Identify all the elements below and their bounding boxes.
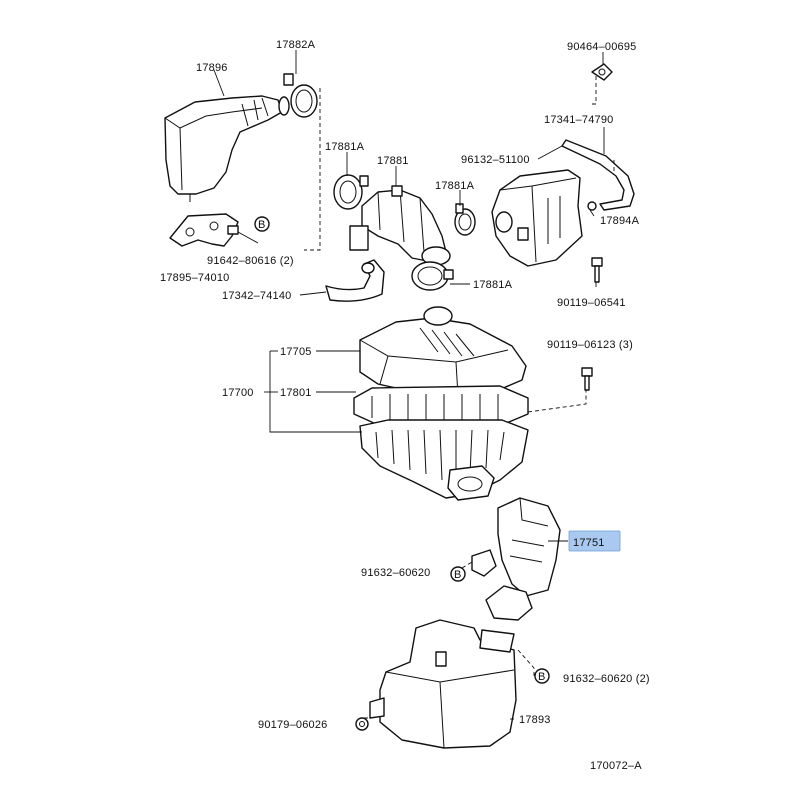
air-flow-meter-17881: [349, 185, 451, 266]
label-17881a-right: 17881A: [435, 180, 475, 192]
inlet-duct-17751: [471, 497, 561, 621]
resonator-17896: [164, 95, 290, 202]
clamp-17882a: [283, 73, 318, 118]
label-17705: 17705: [280, 346, 312, 358]
label-17801: 17801: [280, 387, 312, 399]
label-96132: 96132–51100: [461, 154, 530, 166]
clamp-17881a-left: [333, 174, 369, 210]
bolt-90119-06541: [591, 257, 603, 283]
label-17893: 17893: [519, 714, 551, 726]
label-90179: 90179–06026: [258, 719, 328, 731]
label-91632-a: 91632–60620: [361, 567, 431, 579]
label-90464: 90464–00695: [567, 41, 637, 53]
label-17751: 17751: [573, 537, 605, 549]
vacuum-hose-17341: [561, 139, 635, 211]
label-91632-b: 91632–60620 (2): [563, 673, 650, 685]
resonator-17893: [369, 619, 517, 749]
clamp-17881a-bottom: [411, 261, 454, 291]
label-17882a: 17882A: [276, 39, 316, 51]
label-17895: 17895–74010: [160, 272, 230, 284]
label-17881: 17881: [377, 155, 409, 167]
bolt-marker-2: B: [450, 566, 466, 582]
label-91642: 91642–80616 (2): [207, 255, 294, 267]
label-17894a: 17894A: [600, 215, 640, 227]
clip-90464: [591, 63, 613, 81]
svg-text:B: B: [538, 671, 546, 683]
hose-17342: [325, 259, 385, 302]
diagram-id: 170072–A: [590, 760, 642, 772]
vacuum-tank-17894a: [491, 169, 583, 267]
svg-text:B: B: [454, 569, 462, 581]
label-17881a-left: 17881A: [325, 141, 365, 153]
label-17896: 17896: [196, 62, 228, 74]
label-17881a-bottom: 17881A: [473, 279, 513, 291]
air-cleaner-17700: [353, 306, 529, 501]
label-17342: 17342–74140: [222, 290, 292, 302]
label-90119-06123: 90119–06123 (3): [547, 339, 633, 351]
svg-text:B: B: [258, 219, 266, 231]
small-bolt-90179: [355, 717, 369, 731]
highlight-17751: [568, 530, 621, 552]
bolts-90119-06123: [581, 367, 593, 391]
label-90119-06541: 90119–06541: [557, 297, 626, 309]
bolt-marker-3: B: [534, 668, 550, 684]
label-17700: 17700: [222, 387, 254, 399]
bracket-17895: [169, 213, 239, 247]
label-17341: 17341–74790: [544, 114, 614, 126]
bolt-marker-1: B: [254, 216, 270, 232]
clamp-17881a-right: [454, 203, 476, 236]
